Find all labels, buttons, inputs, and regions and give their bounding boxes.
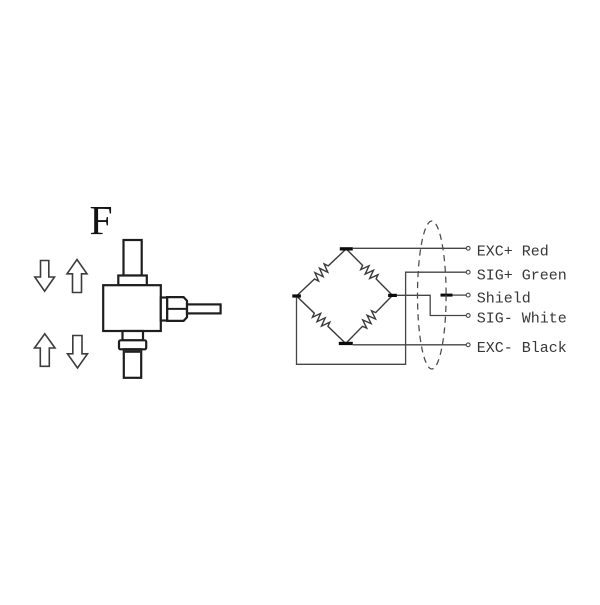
svg-text:EXC- Black: EXC- Black bbox=[477, 340, 567, 357]
svg-text:SIG+ Green: SIG+ Green bbox=[477, 267, 567, 284]
svg-text:EXC+ Red: EXC+ Red bbox=[477, 244, 549, 261]
svg-text:F: F bbox=[90, 197, 113, 243]
svg-text:SIG- White: SIG- White bbox=[477, 311, 567, 328]
svg-text:Shield: Shield bbox=[477, 290, 531, 307]
